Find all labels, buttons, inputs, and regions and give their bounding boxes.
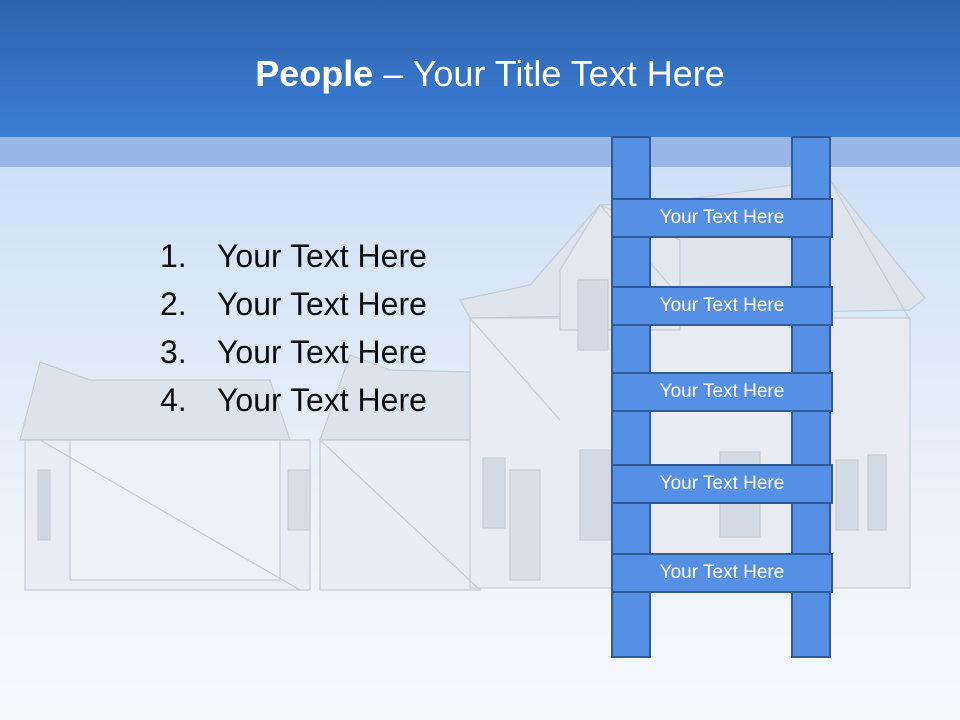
list-text: Your Text Here [217, 334, 427, 370]
title-bar [0, 0, 960, 137]
list-number: 3. [160, 334, 187, 370]
list-item[interactable]: 2. Your Text Here [160, 280, 427, 328]
slide-title[interactable]: People – Your Title Text Here [0, 52, 960, 96]
list-item[interactable]: 4. Your Text Here [160, 376, 427, 424]
list-number: 1. [160, 238, 187, 274]
list-text: Your Text Here [217, 238, 427, 274]
title-bold: People [255, 53, 374, 94]
title-rest: – Your Title Text Here [373, 53, 725, 94]
list-text: Your Text Here [217, 286, 427, 322]
house-wireframe-image [19, 179, 926, 591]
list-item[interactable]: 1. Your Text Here [160, 232, 427, 280]
numbered-list: 1. Your Text Here 2. Your Text Here 3. Your… [160, 232, 427, 424]
list-text: Your Text Here [217, 382, 427, 418]
list-item[interactable]: 3. Your Text Here [160, 328, 427, 376]
list-number: 2. [160, 286, 187, 322]
list-number: 4. [160, 382, 187, 418]
